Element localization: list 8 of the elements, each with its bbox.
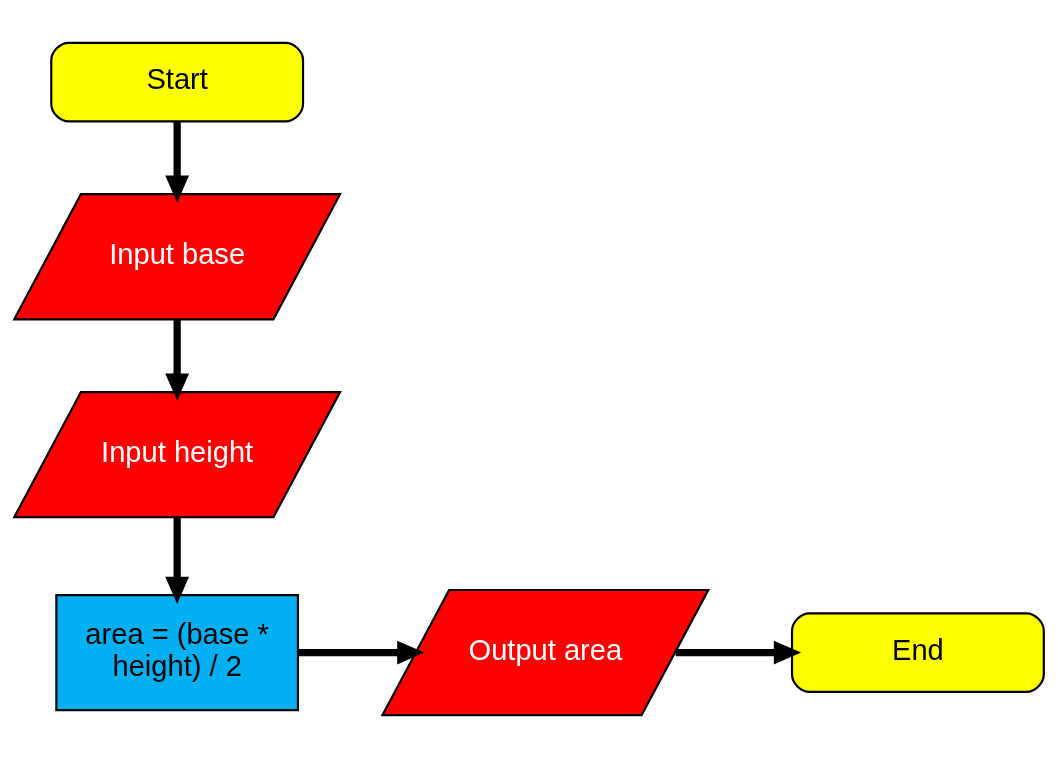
arrow: [675, 640, 802, 665]
arrow: [165, 319, 190, 401]
node-box: area = (base * height) / 2: [55, 594, 300, 712]
arrow: [165, 517, 190, 604]
arrow: [165, 121, 190, 203]
node-box: Start: [50, 41, 305, 123]
arrow: [297, 640, 425, 665]
node-box: End: [790, 612, 1045, 693]
